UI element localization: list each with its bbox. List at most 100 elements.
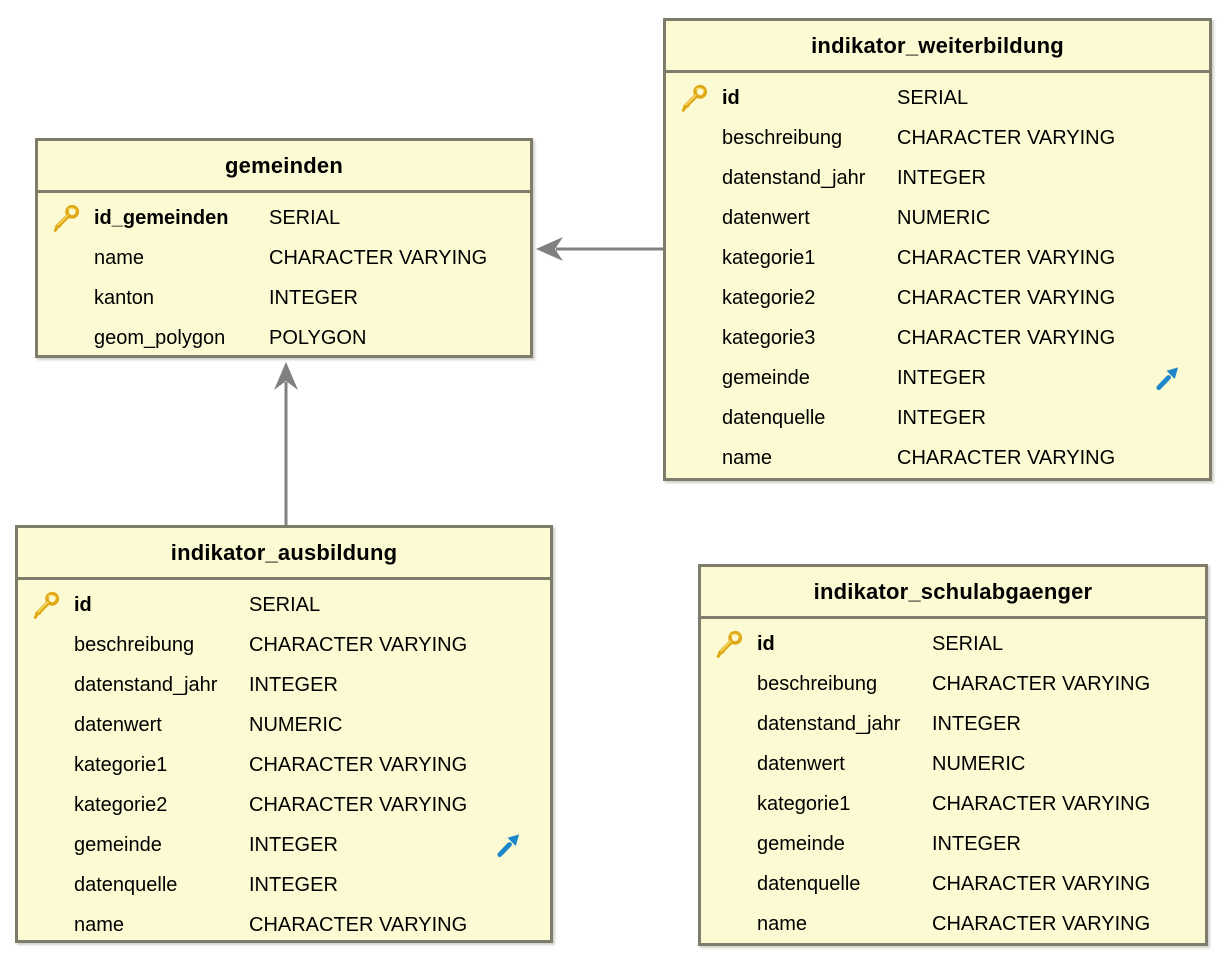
column-name: datenstand_jahr [757, 712, 901, 735]
column-type: CHARACTER VARYING [269, 246, 488, 269]
column-row-gemeinde[interactable]: gemeinde INTEGER [701, 824, 1205, 864]
column-row-kategorie3[interactable]: kategorie3 CHARACTER VARYING [666, 318, 1209, 358]
column-name: kanton [94, 286, 155, 309]
column-type: CHARACTER VARYING [249, 633, 468, 656]
key-icon [666, 82, 722, 115]
column-name: datenwert [757, 752, 845, 775]
column-type: SERIAL [897, 86, 969, 109]
relation-arrow-ausbildung-to-gemeinden[interactable] [274, 362, 298, 525]
column-row-id[interactable]: id SERIAL [18, 585, 550, 625]
column-row-beschreibung[interactable]: beschreibung CHARACTER VARYING [18, 625, 550, 665]
column-type: CHARACTER VARYING [897, 446, 1116, 469]
column-name: gemeinde [722, 366, 810, 389]
column-type: SERIAL [932, 632, 1004, 655]
column-row-id[interactable]: id SERIAL [701, 624, 1205, 664]
column-row-geom_polygon[interactable]: geom_polygon POLYGON [38, 318, 530, 358]
column-type: INTEGER [897, 166, 986, 189]
table-columns: id_gemeinden SERIAL name CHARACTER VARYING k… [38, 193, 530, 358]
column-name: datenwert [722, 206, 810, 229]
column-type: INTEGER [897, 406, 986, 429]
column-name: name [74, 913, 125, 936]
column-type: CHARACTER VARYING [249, 753, 468, 776]
column-name: name [722, 446, 773, 469]
key-icon [701, 628, 757, 661]
column-name: kategorie3 [722, 326, 816, 349]
table-indikator-ausbildung[interactable]: indikator_ausbildung id SERIAL beschreibun… [15, 525, 553, 943]
column-row-name[interactable]: name CHARACTER VARYING [666, 438, 1209, 478]
key-icon [18, 589, 74, 622]
column-row-datenstand_jahr[interactable]: datenstand_jahr INTEGER [701, 704, 1205, 744]
column-type: INTEGER [932, 712, 1021, 735]
column-name: id [722, 86, 740, 109]
column-type: NUMERIC [249, 713, 343, 736]
column-name: kategorie2 [722, 286, 816, 309]
key-icon [38, 202, 94, 235]
column-name: id [74, 593, 92, 616]
column-name: kategorie1 [74, 753, 168, 776]
column-name: gemeinde [74, 833, 162, 856]
column-type: CHARACTER VARYING [897, 286, 1116, 309]
table-indikator-weiterbildung[interactable]: indikator_weiterbildung id SERIAL beschrei… [663, 18, 1212, 481]
column-row-gemeinde[interactable]: gemeinde INTEGER [18, 825, 550, 865]
column-row-name[interactable]: name CHARACTER VARYING [701, 904, 1205, 944]
relation-arrow-weiterbildung-to-gemeinden[interactable] [536, 237, 663, 261]
column-row-kategorie2[interactable]: kategorie2 CHARACTER VARYING [666, 278, 1209, 318]
column-name: datenstand_jahr [722, 166, 866, 189]
column-type: INTEGER [249, 673, 338, 696]
column-name: geom_polygon [94, 326, 226, 349]
column-name: gemeinde [757, 832, 845, 855]
column-row-kanton[interactable]: kanton INTEGER [38, 278, 530, 318]
table-gemeinden[interactable]: gemeinden id_gemeinden SERIAL name CHARACTE… [35, 138, 533, 358]
column-row-kategorie1[interactable]: kategorie1 CHARACTER VARYING [18, 745, 550, 785]
column-type: POLYGON [269, 326, 367, 349]
column-name: beschreibung [757, 672, 878, 695]
column-type: INTEGER [269, 286, 358, 309]
column-type: SERIAL [249, 593, 321, 616]
column-name: datenstand_jahr [74, 673, 218, 696]
column-row-id_gemeinden[interactable]: id_gemeinden SERIAL [38, 198, 530, 238]
column-type: CHARACTER VARYING [897, 326, 1116, 349]
column-name: id [757, 632, 775, 655]
column-row-name[interactable]: name CHARACTER VARYING [18, 905, 550, 945]
column-type: CHARACTER VARYING [249, 793, 468, 816]
table-title: gemeinden [38, 141, 530, 193]
column-name: name [94, 246, 145, 269]
column-row-datenstand_jahr[interactable]: datenstand_jahr INTEGER [18, 665, 550, 705]
column-name: kategorie1 [722, 246, 816, 269]
column-name: kategorie1 [757, 792, 851, 815]
column-type: INTEGER [932, 832, 1021, 855]
table-title: indikator_schulabgaenger [701, 567, 1205, 619]
column-type: CHARACTER VARYING [932, 792, 1151, 815]
column-row-beschreibung[interactable]: beschreibung CHARACTER VARYING [701, 664, 1205, 704]
column-row-id[interactable]: id SERIAL [666, 78, 1209, 118]
column-row-kategorie1[interactable]: kategorie1 CHARACTER VARYING [701, 784, 1205, 824]
column-type: SERIAL [269, 206, 341, 229]
column-type: INTEGER [249, 833, 338, 856]
table-indikator-schulabgaenger[interactable]: indikator_schulabgaenger id SERIAL beschre… [698, 564, 1208, 946]
column-row-name[interactable]: name CHARACTER VARYING [38, 238, 530, 278]
column-name: kategorie2 [74, 793, 168, 816]
column-type: CHARACTER VARYING [249, 913, 468, 936]
column-type: CHARACTER VARYING [897, 126, 1116, 149]
column-type: CHARACTER VARYING [932, 912, 1151, 935]
column-name: id_gemeinden [94, 206, 229, 229]
column-name: beschreibung [74, 633, 195, 656]
table-title: indikator_ausbildung [18, 528, 550, 580]
column-type: CHARACTER VARYING [932, 672, 1151, 695]
table-title: indikator_weiterbildung [666, 21, 1209, 73]
column-row-kategorie2[interactable]: kategorie2 CHARACTER VARYING [18, 785, 550, 825]
column-row-datenstand_jahr[interactable]: datenstand_jahr INTEGER [666, 158, 1209, 198]
column-name: name [757, 912, 808, 935]
